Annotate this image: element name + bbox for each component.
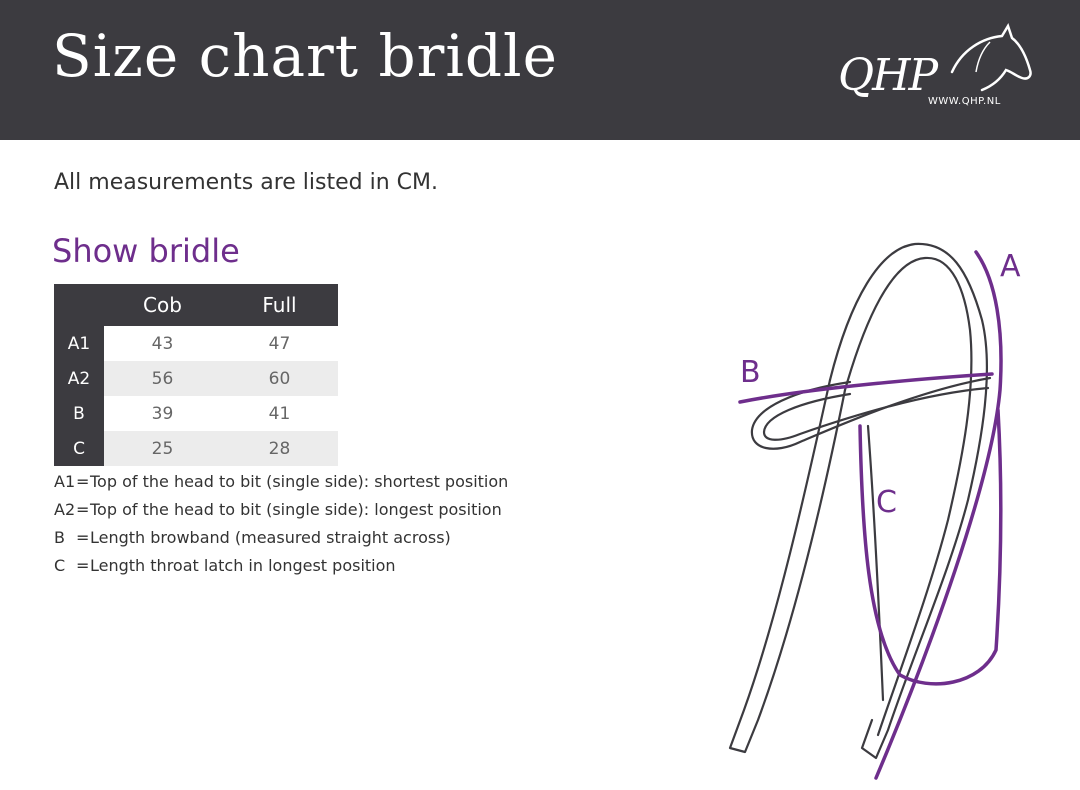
logo-url: WWW.QHP.NL	[928, 96, 1001, 107]
measurement-legend: A1=Top of the head to bit (single side):…	[54, 468, 508, 580]
label-a: A	[1000, 249, 1021, 284]
measurement-note: All measurements are listed in CM.	[54, 170, 438, 195]
full-value: 41	[221, 396, 338, 431]
full-value: 60	[221, 361, 338, 396]
full-value: 47	[221, 326, 338, 361]
section-title: Show bridle	[52, 232, 240, 270]
measure-line-a	[874, 250, 1003, 780]
qhp-logo: QHP WWW.QHP.NL	[832, 20, 1042, 120]
table-row: C 25 28	[54, 431, 338, 466]
legend-item: A2=Top of the head to bit (single side):…	[54, 496, 508, 524]
row-label: A1	[54, 326, 104, 361]
legend-text: Length browband (measured straight acros…	[90, 528, 451, 547]
row-label: C	[54, 431, 104, 466]
measure-line-b	[738, 372, 994, 404]
column-header-cob: Cob	[104, 284, 221, 326]
legend-code: A2	[54, 500, 76, 519]
bridle-outline	[728, 242, 992, 760]
label-b: B	[740, 355, 761, 390]
legend-item: B=Length browband (measured straight acr…	[54, 524, 508, 552]
legend-item: A1=Top of the head to bit (single side):…	[54, 468, 508, 496]
measure-line-c	[858, 408, 1003, 686]
cob-value: 56	[104, 361, 221, 396]
logo-wordmark: QHP	[838, 50, 938, 101]
row-label: B	[54, 396, 104, 431]
size-table: Cob Full A1 43 47 A2 56 60 B 39 41 C 25 …	[54, 284, 338, 466]
legend-code: B	[54, 528, 65, 547]
label-c: C	[876, 485, 897, 520]
column-header-full: Full	[221, 284, 338, 326]
bridle-diagram: A B C	[728, 242, 1021, 780]
page-title: Size chart bridle	[52, 22, 558, 90]
cob-value: 43	[104, 326, 221, 361]
cob-value: 39	[104, 396, 221, 431]
header-bar: Size chart bridle QHP WWW.QHP.NL	[0, 0, 1080, 140]
table-row: B 39 41	[54, 396, 338, 431]
table-row: A1 43 47	[54, 326, 338, 361]
measurement-lines	[738, 250, 1003, 780]
table-header-row: Cob Full	[54, 284, 338, 326]
full-value: 28	[221, 431, 338, 466]
cob-value: 25	[104, 431, 221, 466]
row-label: A2	[54, 361, 104, 396]
legend-code: C	[54, 556, 66, 575]
legend-text: Top of the head to bit (single side): lo…	[90, 500, 502, 519]
legend-text: Top of the head to bit (single side): sh…	[90, 472, 509, 491]
horse-head-icon	[950, 23, 1032, 92]
legend-text: Length throat latch in longest position	[90, 556, 396, 575]
table-row: A2 56 60	[54, 361, 338, 396]
legend-code: A1	[54, 472, 76, 491]
legend-item: C=Length throat latch in longest positio…	[54, 552, 508, 580]
table-corner-cell	[54, 284, 104, 326]
